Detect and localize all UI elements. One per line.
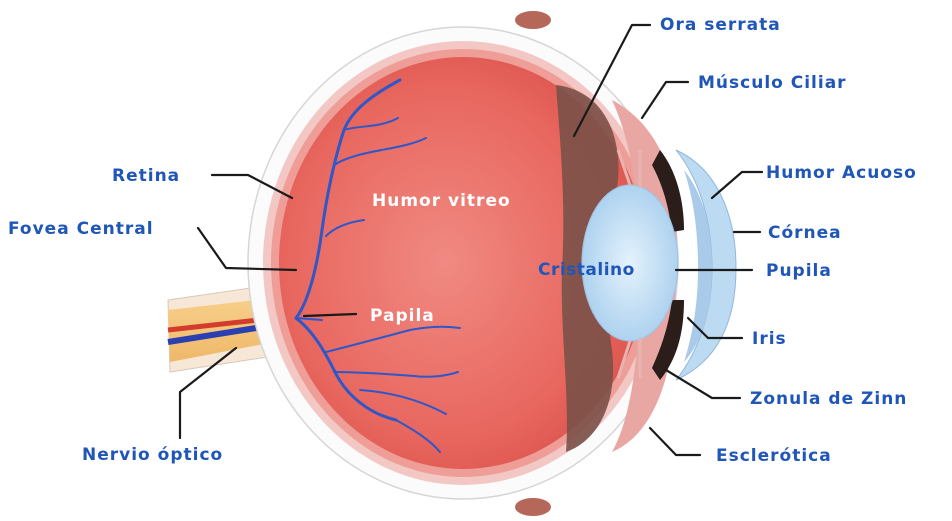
rectus-muscle-top: [515, 11, 551, 29]
label-humor-vitreo: Humor vitreo: [372, 191, 511, 211]
label-esclerotica: Esclerótica: [716, 446, 832, 466]
label-humor-acuoso: Humor Acuoso: [766, 163, 917, 183]
label-ora-serrata: Ora serrata: [660, 15, 781, 35]
label-fovea-central: Fovea Central: [8, 219, 154, 239]
label-retina: Retina: [112, 166, 180, 186]
label-cornea: Córnea: [768, 223, 842, 243]
label-cristalino: Cristalino: [538, 260, 635, 280]
label-nervio-optico: Nervio óptico: [82, 445, 223, 465]
label-papila: Papila: [370, 306, 435, 326]
label-zonula-de-zinn: Zonula de Zinn: [750, 389, 907, 409]
rectus-muscle-bottom: [515, 498, 551, 516]
label-musculo-ciliar: Músculo Ciliar: [698, 73, 847, 93]
label-iris: Iris: [752, 329, 787, 349]
label-pupila: Pupila: [766, 261, 832, 281]
